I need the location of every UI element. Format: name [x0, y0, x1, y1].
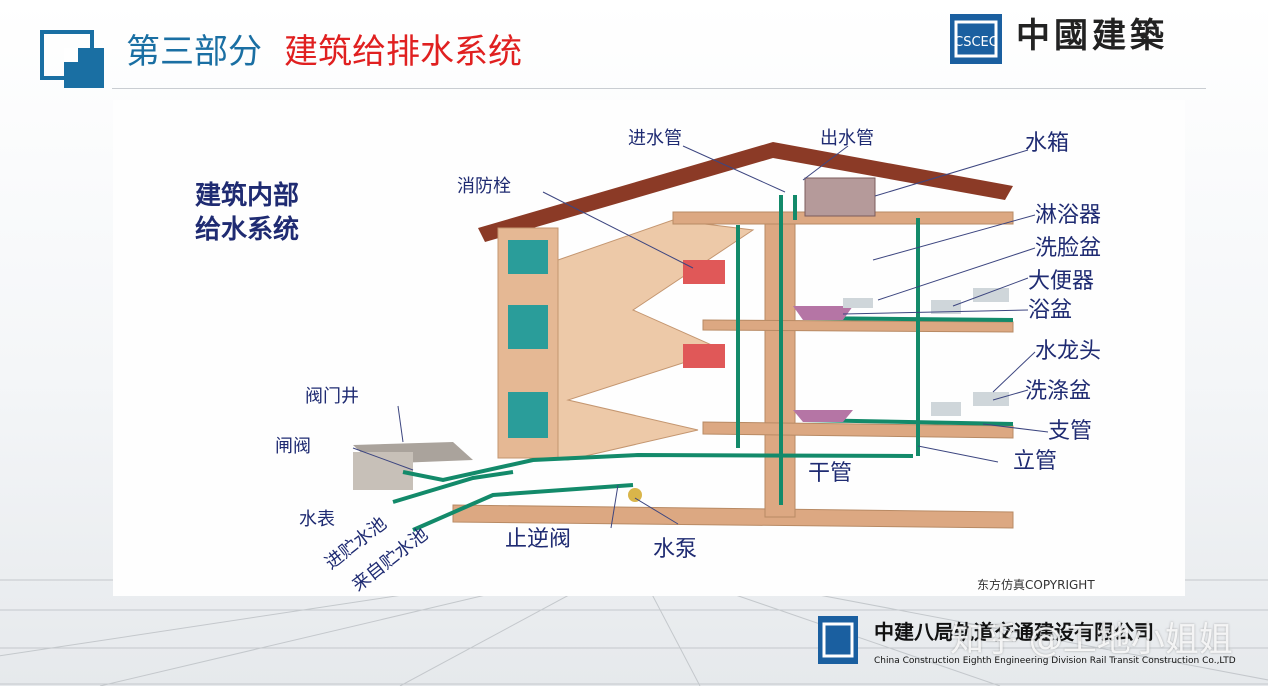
floor-slab-top — [672, 211, 1014, 225]
water-supply-diagram: 建筑内部 给水系统 进水管 出水管 水箱 消防栓 淋浴器 洗脸盆 大便器 浴盆 … — [113, 100, 1185, 596]
roof — [478, 142, 1013, 242]
fire-hydrant — [683, 260, 725, 284]
label-gate-valve: 闸阀 — [275, 436, 311, 457]
watermark-text: 知乎 @工地小姐姐 — [950, 620, 1233, 660]
cscec-logo-icon: CSCEC — [950, 14, 1002, 64]
title-part-number: 第三部分 — [126, 32, 262, 72]
label-water-tank: 水箱 — [1025, 131, 1069, 156]
label-riser-pipe: 立管 — [1013, 449, 1057, 474]
bathtub-fixture — [793, 306, 853, 320]
washbasin-fixture — [843, 298, 873, 308]
valve-well-body — [353, 452, 413, 490]
label-toilet: 大便器 — [1028, 269, 1094, 294]
window — [508, 305, 548, 349]
footer-company-name: 中建八局轨道交通建设有限公司 — [874, 620, 1154, 644]
header-square-icon — [40, 30, 104, 88]
label-valve-well: 阀门井 — [305, 386, 359, 407]
title-main: 建筑给排水系统 — [284, 32, 522, 72]
floor-slab-middle — [702, 319, 1014, 333]
label-faucet: 水龙头 — [1035, 339, 1101, 364]
window — [508, 240, 548, 274]
diagram-heading-line2: 给水系统 — [195, 214, 299, 245]
label-bathtub: 浴盆 — [1028, 298, 1072, 323]
pump-fixture — [628, 488, 642, 502]
diagram-heading-line1: 建筑内部 — [195, 180, 299, 211]
label-branch-pipe: 支管 — [1048, 419, 1092, 444]
footer-cscec-logo-icon — [818, 616, 858, 664]
toilet-fixture — [931, 300, 961, 314]
sink-fixture — [931, 402, 961, 416]
main-pipe — [402, 452, 914, 483]
label-shower: 淋浴器 — [1035, 203, 1101, 228]
sink-fixture — [973, 288, 1009, 302]
header-divider — [112, 88, 1206, 89]
diagram-copyright: 东方仿真COPYRIGHT — [977, 577, 1095, 592]
page-title: 第三部分建筑给排水系统 — [126, 30, 522, 74]
label-sink: 洗涤盆 — [1025, 379, 1091, 404]
sink-fixture — [973, 392, 1009, 406]
leader-lines — [352, 145, 1049, 529]
ground-slab — [452, 504, 1014, 529]
logo-mark-text: CSCEC — [954, 35, 998, 50]
footer-company-name-en: China Construction Eighth Engineering Di… — [874, 656, 1236, 666]
label-outlet-pipe: 出水管 — [820, 128, 874, 149]
suction-pipe — [412, 483, 634, 532]
company-logo-text: 中國建築 — [1016, 16, 1168, 56]
label-check-valve: 止逆阀 — [505, 527, 571, 552]
pipe-network — [392, 195, 1014, 532]
bathtub-fixture — [793, 410, 853, 422]
water-tank — [804, 177, 876, 217]
label-washbasin: 洗脸盆 — [1035, 236, 1101, 261]
window — [508, 392, 548, 438]
inlet-pipe — [392, 470, 514, 504]
label-hydrant: 消防栓 — [457, 176, 511, 197]
label-inlet-pipe: 进水管 — [628, 128, 682, 149]
label-main-pipe: 干管 — [808, 461, 852, 486]
label-pump: 水泵 — [653, 537, 697, 562]
fire-hydrant — [683, 344, 725, 368]
label-water-meter: 水表 — [299, 509, 335, 530]
diagram-illustration: 建筑内部 给水系统 进水管 出水管 水箱 消防栓 淋浴器 洗脸盆 大便器 浴盆 … — [195, 128, 1101, 596]
